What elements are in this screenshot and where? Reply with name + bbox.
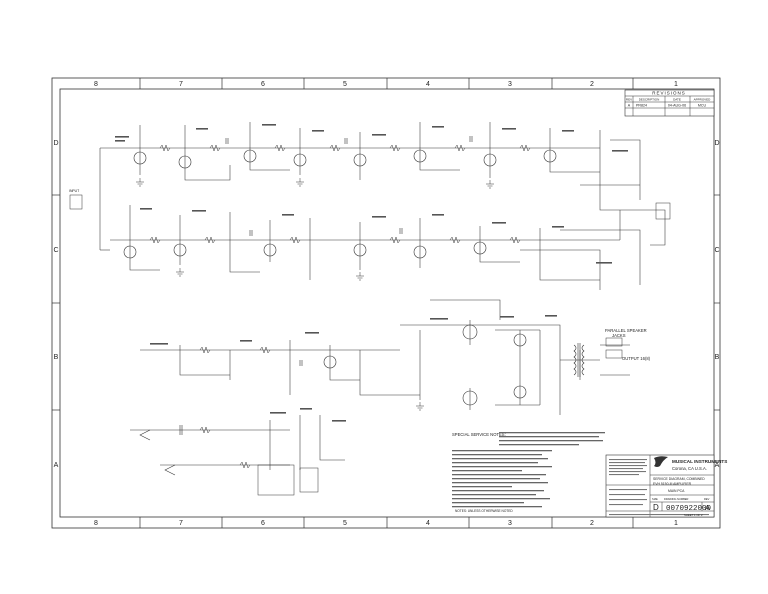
col-label-bottom: 4 (426, 520, 430, 527)
revisions-cell: MCU (698, 104, 707, 108)
ground-symbols (136, 178, 494, 411)
schematic-wiring (99, 122, 666, 476)
revisions-header: APPROVED (694, 98, 712, 102)
resistor-symbols (149, 144, 531, 469)
special-notes-title: SPECIAL SERVICE NOTES: (452, 432, 506, 437)
row-label-left: C (53, 247, 58, 254)
inner-border (59, 88, 715, 518)
row-label-left: A (54, 462, 59, 469)
col-label-top: 3 (508, 81, 512, 88)
drawing-title-line2: EVH 5150-III AMPLIFIER (653, 482, 692, 486)
drawing-number: 0070922000 (666, 505, 712, 513)
jack-symbols (69, 194, 671, 496)
capacitor-symbols (179, 136, 473, 435)
drawing-title-line3: MAIN PCA (668, 489, 685, 493)
col-label-bottom: 8 (94, 520, 98, 527)
col-label-bottom: 1 (674, 520, 678, 527)
row-label-left: D (53, 140, 58, 147)
col-label-top: 6 (261, 81, 265, 88)
row-label-right: C (714, 247, 719, 254)
special-service-notes: SPECIAL SERVICE NOTES: NOTES: UNLESS OTH… (452, 432, 605, 513)
company-location: Corona, CA U.S.A. (672, 466, 707, 471)
drawing-title-line1: SERVICE DIAGRAM, COMBINED (653, 477, 705, 481)
revisions-cell: 04-AUG-06 (668, 104, 686, 108)
col-label-top: 1 (674, 81, 678, 88)
drawing-size: D (653, 503, 659, 512)
revisions-block: REVISIONS REV DESCRIPTION DATE APPROVED … (624, 89, 715, 117)
col-label-top: 4 (426, 81, 430, 88)
drawing-number-label: DRAWING NUMBER (664, 497, 689, 501)
col-label-bottom: 2 (590, 520, 594, 527)
size-label: SIZE (652, 497, 658, 501)
revisions-title: REVISIONS (652, 91, 686, 96)
sheet-label: SHEET 1 OF 2 (684, 513, 703, 517)
title-block: MUSICAL INSTRUMENTS Corona, CA U.S.A. SE… (605, 454, 727, 518)
col-label-bottom: 5 (343, 520, 347, 527)
fender-logo-icon (654, 456, 668, 467)
drawing-rev: A (705, 503, 710, 512)
notes-footer: NOTES: UNLESS OTHERWISE NOTED (455, 509, 513, 513)
col-label-top: 8 (94, 81, 98, 88)
rev-label: REV (704, 497, 710, 501)
col-label-top: 2 (590, 81, 594, 88)
col-label-bottom: 6 (261, 520, 265, 527)
output-label: OUTPUT 16(8) (622, 356, 651, 361)
revisions-cell: A (628, 104, 631, 108)
component-annotation-marks (115, 124, 628, 422)
revisions-cell: PR824 (636, 104, 647, 108)
col-label-bottom: 7 (179, 520, 183, 527)
jacks-label: JACKS (612, 333, 626, 338)
parallel-speaker-label: PARALLEL SPEAKER (605, 328, 647, 333)
row-label-right: D (714, 140, 719, 147)
revisions-header: DESCRIPTION (639, 98, 660, 102)
col-label-top: 7 (179, 81, 183, 88)
revisions-header: REV (626, 98, 632, 102)
company-name: MUSICAL INSTRUMENTS (672, 459, 727, 464)
revisions-header: DATE (673, 98, 681, 102)
column-ticks (52, 78, 720, 528)
input-label: INPUT (69, 189, 79, 193)
col-label-bottom: 3 (508, 520, 512, 527)
col-label-top: 5 (343, 81, 347, 88)
row-label-right: B (715, 354, 720, 361)
row-label-left: B (54, 354, 59, 361)
tube-symbols (123, 149, 557, 406)
output-transformer-symbol (573, 343, 585, 377)
row-label-right: A (715, 462, 720, 469)
